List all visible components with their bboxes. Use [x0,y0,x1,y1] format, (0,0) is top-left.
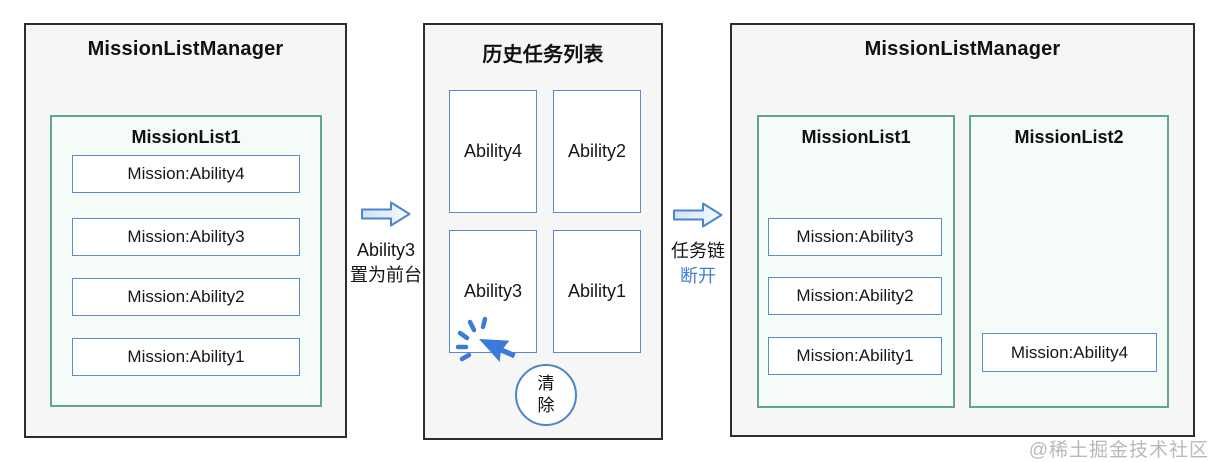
panel-mission-list-manager-before: MissionListManager MissionList1 Mission:… [24,23,347,438]
mission-row: Mission:Ability4 [982,333,1157,372]
panel-mission-list-manager-after: MissionListManager MissionList1 Mission:… [730,23,1195,437]
arrow-foreground-step: Ability3 置为前台 [346,200,426,288]
mission-list1-box: MissionList1 Mission:Ability4 Mission:Ab… [50,115,322,407]
mission-list-title: MissionList1 [131,127,241,147]
task-card-ability4[interactable]: Ability4 [449,90,537,213]
arrow-disconnect-label: 任务链 断开 [671,241,725,286]
mission-row: Mission:Ability1 [768,337,942,375]
mission-list2-box: MissionList2 Mission:Ability4 [969,115,1169,408]
mission-row: Mission:Ability3 [72,218,300,256]
mission-row: Mission:Ability3 [768,218,942,256]
mission-row: Mission:Ability4 [72,155,300,193]
right-block-arrow-icon [360,201,412,232]
right-block-arrow-icon [672,202,724,233]
mission-row: Mission:Ability2 [768,277,942,315]
watermark: @稀土掘金技术社区 [1028,440,1209,461]
mission-list-title: MissionList1 [801,127,911,147]
mission-row: Mission:Ability2 [72,278,300,316]
mission-row: Mission:Ability1 [72,338,300,376]
clear-button[interactable]: 清 除 [515,364,577,426]
panel-title: MissionListManager [864,38,1061,60]
mission-list1-box-after: MissionList1 Mission:Ability3 Mission:Ab… [757,115,955,408]
task-card-ability1[interactable]: Ability1 [553,230,641,353]
task-card-ability2[interactable]: Ability2 [553,90,641,213]
mission-list-title: MissionList2 [1014,127,1124,147]
panel-title: MissionListManager [87,38,284,60]
panel-title: 历史任务列表 [482,44,604,66]
arrow-disconnect-step: 任务链 断开 [658,201,738,289]
arrow-foreground-label: Ability3 置为前台 [350,240,422,285]
panel-recent-tasks: 历史任务列表 Ability4 Ability2 Ability3 Abilit… [423,23,663,440]
task-card-ability3[interactable]: Ability3 [449,230,537,353]
click-cursor-icon [455,315,517,379]
